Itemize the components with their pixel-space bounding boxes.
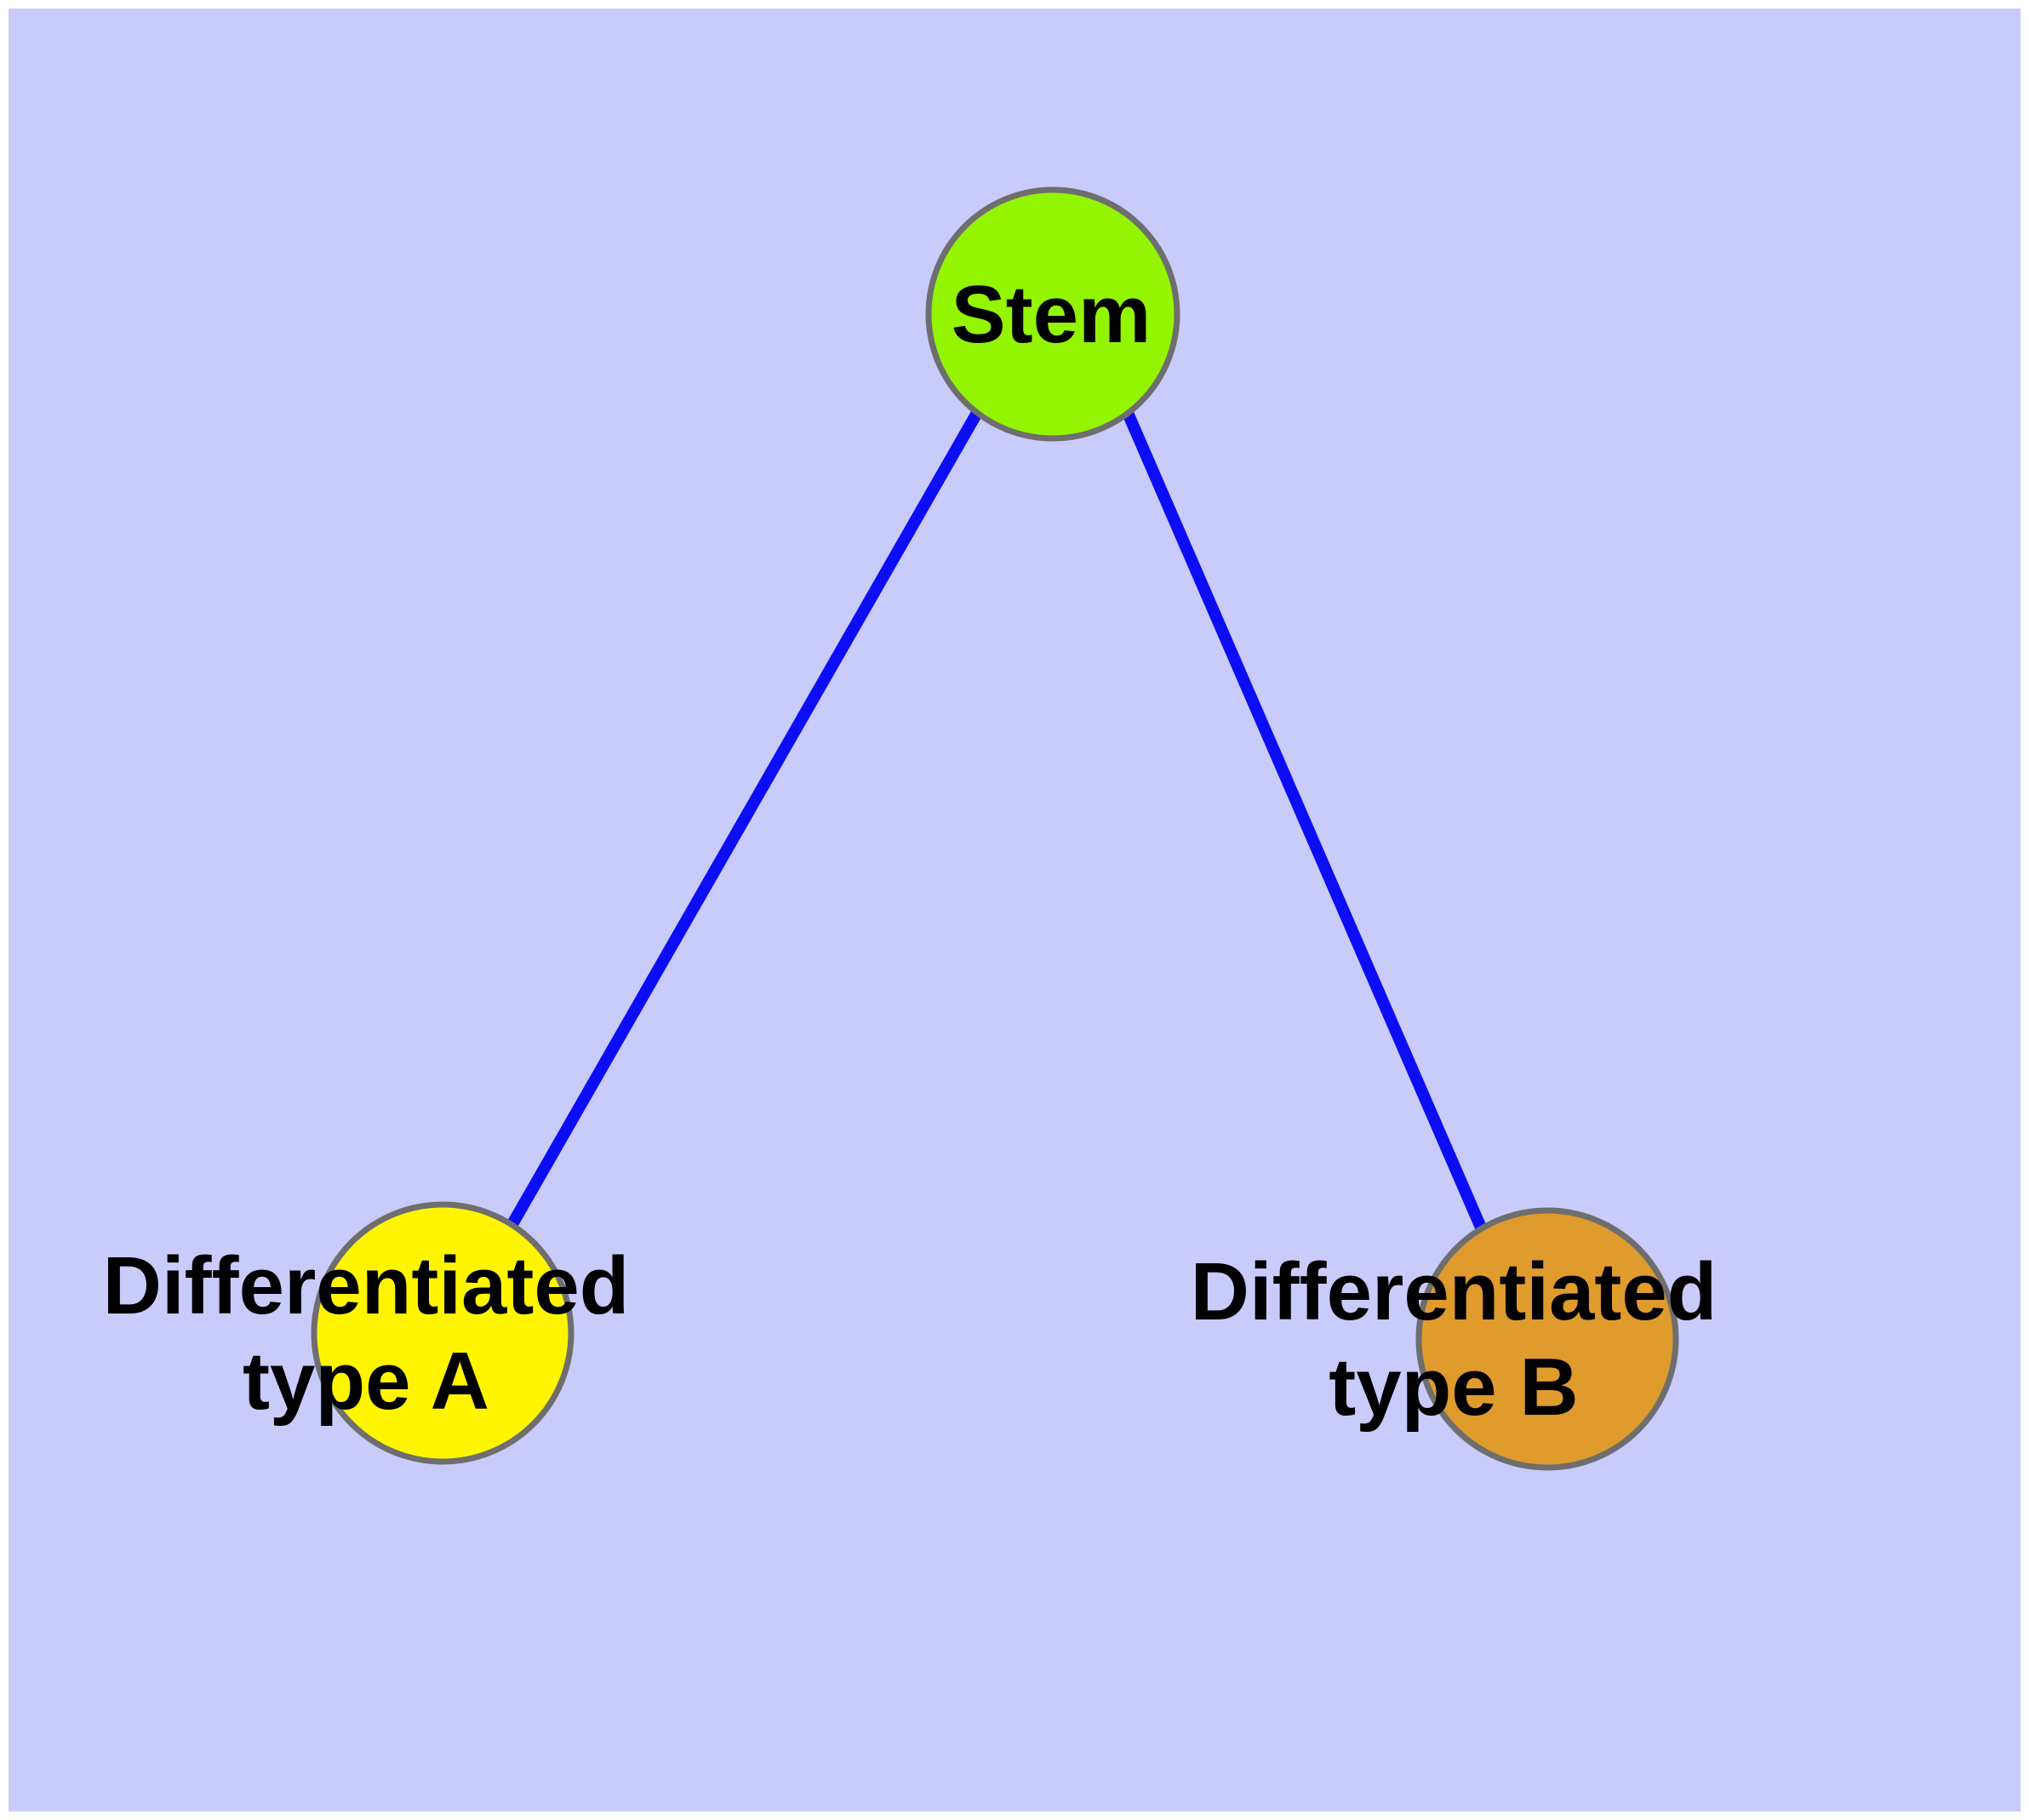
graph-node-label-line: Stem xyxy=(952,269,1152,360)
edges-layer xyxy=(506,409,1487,1230)
graph-edge-stem-to-diff-b[interactable] xyxy=(1122,410,1487,1230)
graph-edge-stem-to-diff-a[interactable] xyxy=(506,409,983,1228)
graph-node-diff_a[interactable] xyxy=(311,1201,574,1465)
graph-node-diff_b[interactable] xyxy=(1415,1207,1679,1471)
graph-node-label-line: Differentiated xyxy=(103,1240,630,1331)
graph-node-label-stem: Stem xyxy=(952,269,1152,360)
nodes-layer xyxy=(311,186,1679,1471)
graph-node-label-line: type B xyxy=(1329,1342,1578,1433)
graph-node-label-line: Differentiated xyxy=(1191,1246,1718,1337)
graph-node-label-line: type A xyxy=(243,1336,489,1427)
graph-node-stem[interactable] xyxy=(925,186,1180,442)
